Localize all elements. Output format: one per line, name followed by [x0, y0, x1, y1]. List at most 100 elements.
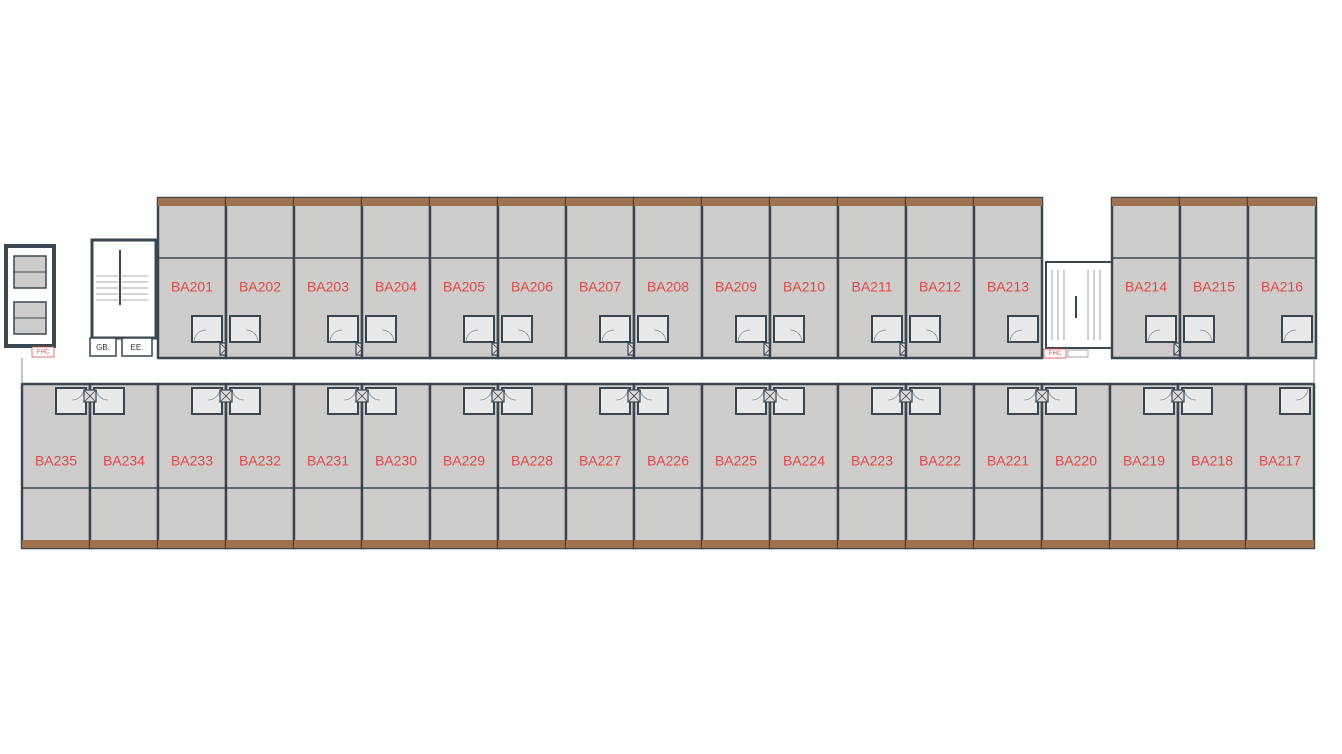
unit-label: BA228 [511, 453, 553, 469]
electrical-room-label: EE. [131, 343, 144, 352]
balcony [974, 198, 1042, 206]
unit-label: BA203 [307, 279, 349, 295]
unit-label: BA225 [715, 453, 757, 469]
shaft-cross [355, 389, 369, 403]
unit[interactable]: BA225 [700, 382, 772, 550]
unit[interactable]: BA231 [292, 382, 364, 550]
unit-label: BA221 [987, 453, 1029, 469]
balcony [1246, 540, 1314, 548]
unit[interactable]: BA215 [1178, 196, 1250, 360]
unit[interactable]: BA227 [564, 382, 636, 550]
unit[interactable]: BA208 [632, 196, 704, 360]
unit-label: BA222 [919, 453, 961, 469]
unit-label: BA207 [579, 279, 621, 295]
unit[interactable]: BA210 [768, 196, 840, 360]
unit[interactable]: BA229 [428, 382, 500, 550]
unit[interactable]: BA234 [83, 382, 160, 550]
door-swing [639, 387, 653, 401]
bathroom [1281, 315, 1313, 343]
unit[interactable]: BA235 [20, 382, 92, 550]
unit[interactable]: BA202 [224, 196, 296, 360]
shaft-cross [1035, 389, 1049, 403]
balcony [906, 540, 974, 548]
unit[interactable]: BA213 [972, 196, 1044, 360]
balcony [294, 540, 362, 548]
bathroom [637, 315, 669, 343]
unit[interactable]: BA219 [1108, 382, 1180, 550]
bathroom [501, 387, 533, 415]
unit[interactable]: BA221 [972, 382, 1044, 550]
unit[interactable]: BA203 [292, 196, 369, 360]
door-swing [873, 329, 887, 343]
unit[interactable]: BA216 [1246, 196, 1318, 360]
unit[interactable]: BA211 [836, 196, 913, 360]
balcony [1178, 540, 1246, 548]
unit[interactable]: BA232 [219, 382, 296, 550]
door-swing [775, 387, 789, 401]
garbage-room [89, 337, 117, 357]
shaft-cross [763, 389, 777, 403]
balcony [226, 540, 294, 548]
unit[interactable]: BA201 [156, 196, 233, 360]
door-swing [1147, 329, 1161, 343]
unit[interactable]: BA218 [1171, 382, 1248, 550]
unit-label: BA204 [375, 279, 417, 295]
unit-label: BA220 [1055, 453, 1097, 469]
unit-label: BA227 [579, 453, 621, 469]
unit-label: BA232 [239, 453, 281, 469]
bathroom [1143, 387, 1175, 415]
bathroom [599, 315, 631, 343]
unit-label: BA201 [171, 279, 213, 295]
bathroom [909, 315, 941, 343]
unit[interactable]: BA223 [836, 382, 908, 550]
balcony [1112, 198, 1180, 206]
door-swing [1023, 387, 1037, 401]
door-swing [193, 329, 207, 343]
garbage-room-label: GB. [96, 343, 110, 352]
unit[interactable]: BA224 [763, 382, 840, 550]
door-swing [1283, 329, 1297, 343]
balcony [22, 540, 90, 548]
unit[interactable]: BA217 [1244, 382, 1316, 550]
unit[interactable]: BA230 [355, 382, 432, 550]
door-swing [343, 387, 357, 401]
unit[interactable]: BA204 [360, 196, 432, 360]
balcony [498, 198, 566, 206]
unit[interactable]: BA226 [627, 382, 704, 550]
door-swing [1159, 387, 1173, 401]
door-swing [367, 387, 381, 401]
shaft-cross [83, 389, 97, 403]
unit[interactable]: BA222 [899, 382, 976, 550]
unit[interactable]: BA209 [700, 196, 777, 360]
balcony [1180, 198, 1248, 206]
balcony [90, 540, 158, 548]
unit[interactable]: BA228 [491, 382, 568, 550]
unit[interactable]: BA220 [1035, 382, 1112, 550]
unit[interactable]: BA205 [428, 196, 505, 360]
unit-label: BA218 [1191, 453, 1233, 469]
shaft-cross [627, 389, 641, 403]
unit-label: BA230 [375, 453, 417, 469]
stair-block: GB. EE. [89, 238, 158, 357]
unit[interactable]: BA214 [1110, 196, 1187, 360]
corridor [20, 358, 1316, 384]
unit[interactable]: BA212 [904, 196, 976, 360]
door-swing [207, 387, 221, 401]
unit[interactable]: BA233 [156, 382, 228, 550]
unit[interactable]: BA207 [564, 196, 641, 360]
door-swing [245, 329, 259, 343]
balcony [158, 198, 226, 206]
hose-reel [1067, 349, 1089, 358]
bathroom [1007, 315, 1039, 343]
balcony [838, 198, 906, 206]
unit-label: BA202 [239, 279, 281, 295]
unit[interactable]: BA206 [496, 196, 568, 360]
balcony [362, 198, 430, 206]
door-swing [465, 329, 479, 343]
door-swing [1199, 329, 1213, 343]
middle-stair-block: FHC [1043, 261, 1113, 359]
